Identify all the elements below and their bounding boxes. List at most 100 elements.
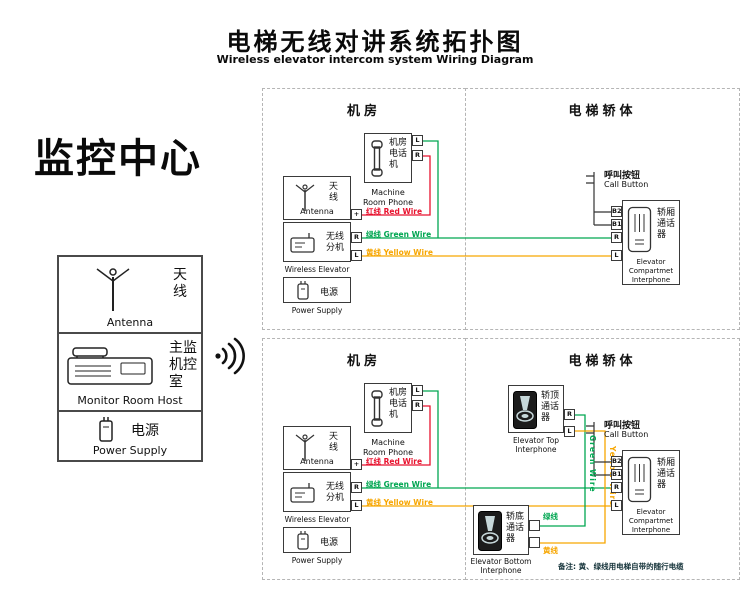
diagram-section-bottom: 机房 电梯轿体 机房电话机 L R Machine Room Phone: [262, 338, 740, 580]
monitor-antenna-label-en: Antenna: [106, 316, 154, 329]
top-interphone-terminal-r: R: [564, 409, 575, 420]
wireless-extension-label-en: Wireless Elevator: [284, 515, 350, 524]
phone-handset-icon: [371, 140, 383, 177]
page-title: 电梯无线对讲系统拓扑图: [226, 28, 524, 56]
yellow-wire-cn-label: 黄线: [543, 546, 558, 555]
unit-antenna-label-en: Antenna: [300, 457, 334, 466]
interphone-terminal-r: R: [611, 482, 622, 493]
machine-room-phone-box: 机房电话机: [364, 133, 412, 183]
machine-room-phone-label-en: Machine Room Phone: [362, 438, 414, 457]
green-wire-label: 绿线 Green Wire: [366, 480, 432, 489]
unit-power-label-zh: 电源: [320, 288, 339, 298]
interphone-icon: [627, 456, 652, 503]
phone-terminal-r: R: [412, 400, 423, 411]
compartment-interphone-label-en: Elevator Compartmet Interphone: [628, 258, 674, 284]
machine-room-label: 机房: [346, 354, 381, 369]
wireless-extension-box: 无线分机: [283, 222, 351, 262]
monitor-host-row: 主监机控室 Monitor Room Host: [59, 332, 201, 410]
power-supply-icon: [297, 531, 309, 550]
green-riser-label: Green Wire: [588, 435, 597, 493]
unit-power-label-en: Power Supply: [291, 306, 343, 315]
phone-terminal-l: L: [412, 135, 423, 146]
monitor-host-label-zh: 主监机控室: [169, 340, 197, 390]
interphone-terminal-b2: B2: [611, 456, 622, 467]
machine-room-label: 机房: [346, 104, 381, 119]
wireless-extension-label-en: Wireless Elevator: [284, 265, 350, 274]
green-wire-label: 绿线 Green Wire: [366, 230, 432, 239]
antenna-icon: [295, 434, 315, 461]
wireless-signal-icon: [215, 337, 245, 375]
power-supply-icon: [297, 281, 309, 300]
extension-terminal-l: L: [351, 500, 362, 511]
interphone-terminal-b1: B1: [611, 469, 622, 480]
interphone-terminal-b2: B2: [611, 206, 622, 217]
elevator-car-area: [465, 88, 740, 330]
interphone-icon: [627, 206, 652, 253]
unit-antenna-label-zh: 天线: [329, 182, 339, 203]
unit-power-box: 电源: [283, 277, 351, 303]
phone-handset-icon: [371, 390, 383, 427]
compartment-interphone-label-zh: 轿厢通话器: [657, 458, 676, 490]
extension-terminal-plus: +: [351, 459, 362, 470]
elevator-car-label: 电梯轿体: [568, 354, 637, 369]
call-button-label-en: Call Button: [604, 430, 649, 439]
antenna-icon: [96, 268, 130, 311]
bottom-interphone-terminal-green: [529, 520, 540, 531]
machine-room-phone-label-zh: 机房电话机: [389, 138, 408, 170]
elevator-car-label: 电梯轿体: [568, 104, 637, 119]
power-supply-icon: [99, 417, 113, 442]
extension-terminal-r: R: [351, 232, 362, 243]
phone-terminal-r: R: [412, 150, 423, 161]
antenna-icon: [295, 184, 315, 211]
page-subtitle: Wireless elevator intercom system Wiring…: [216, 53, 534, 66]
unit-power-box: 电源: [283, 527, 351, 553]
interphone-terminal-r: R: [611, 232, 622, 243]
unit-antenna-label-en: Antenna: [300, 207, 334, 216]
extension-terminal-r: R: [351, 482, 362, 493]
top-interphone-label-en: Elevator Top Interphone: [512, 436, 560, 455]
wireless-extension-box: 无线分机: [283, 472, 351, 512]
bottom-interphone-label-en: Elevator Bottom Interphone: [470, 557, 532, 576]
top-interphone-label-zh: 轿顶通话器: [541, 391, 560, 423]
bottom-interphone-box: 轿底通话器: [473, 505, 529, 555]
monitor-power-row: 电源 Power Supply: [59, 410, 201, 460]
compartment-interphone-label-zh: 轿厢通话器: [657, 208, 676, 240]
wireless-extension-icon: [290, 233, 315, 253]
unit-antenna-box: 天线 Antenna: [283, 426, 351, 470]
yellow-wire-label: 黄线 Yellow Wire: [366, 498, 433, 507]
speaker-icon: [513, 391, 537, 429]
wireless-extension-icon: [290, 483, 315, 503]
monitor-center-box: 天线 Antenna 主监机控室 Monitor Room Host: [57, 255, 203, 462]
yellow-wire-label: 黄线 Yellow Wire: [366, 248, 433, 257]
call-button-label-en: Call Button: [604, 180, 649, 189]
footnote: 备注: 黄、绿线用电梯自带的随行电缆: [558, 562, 684, 571]
monitor-antenna-row: 天线 Antenna: [59, 257, 201, 332]
monitor-center-heading: 监控中心: [34, 136, 202, 182]
call-button-label-zh: 呼叫按钮: [604, 171, 641, 181]
monitor-power-label-zh: 电源: [131, 423, 159, 439]
extension-terminal-l: L: [351, 250, 362, 261]
compartment-interphone-box: 轿厢通话器 Elevator Compartmet Interphone: [622, 450, 680, 535]
unit-antenna-label-zh: 天线: [329, 432, 339, 453]
phone-terminal-l: L: [412, 385, 423, 396]
bottom-interphone-label-zh: 轿底通话器: [506, 512, 525, 544]
extension-terminal-plus: +: [351, 209, 362, 220]
red-wire-label: 红线 Red Wire: [366, 207, 423, 216]
unit-antenna-box: 天线 Antenna: [283, 176, 351, 220]
unit-power-label-zh: 电源: [320, 538, 339, 548]
wireless-extension-label-zh: 无线分机: [326, 232, 345, 253]
speaker-icon: [478, 511, 502, 551]
monitor-power-label-en: Power Supply: [92, 444, 168, 457]
red-wire-label: 红线 Red Wire: [366, 457, 423, 466]
monitor-antenna-label-zh: 天线: [173, 267, 187, 300]
interphone-terminal-b1: B1: [611, 219, 622, 230]
desk-phone-icon: [67, 347, 153, 385]
wireless-extension-label-zh: 无线分机: [326, 482, 345, 503]
bottom-interphone-terminal-yellow: [529, 537, 540, 548]
machine-room-phone-box: 机房电话机: [364, 383, 412, 433]
green-wire-cn-label: 绿线: [543, 512, 558, 521]
call-button-label-zh: 呼叫按钮: [604, 421, 641, 431]
machine-room-phone-label-zh: 机房电话机: [389, 388, 408, 420]
top-interphone-box: 轿顶通话器: [508, 385, 564, 433]
